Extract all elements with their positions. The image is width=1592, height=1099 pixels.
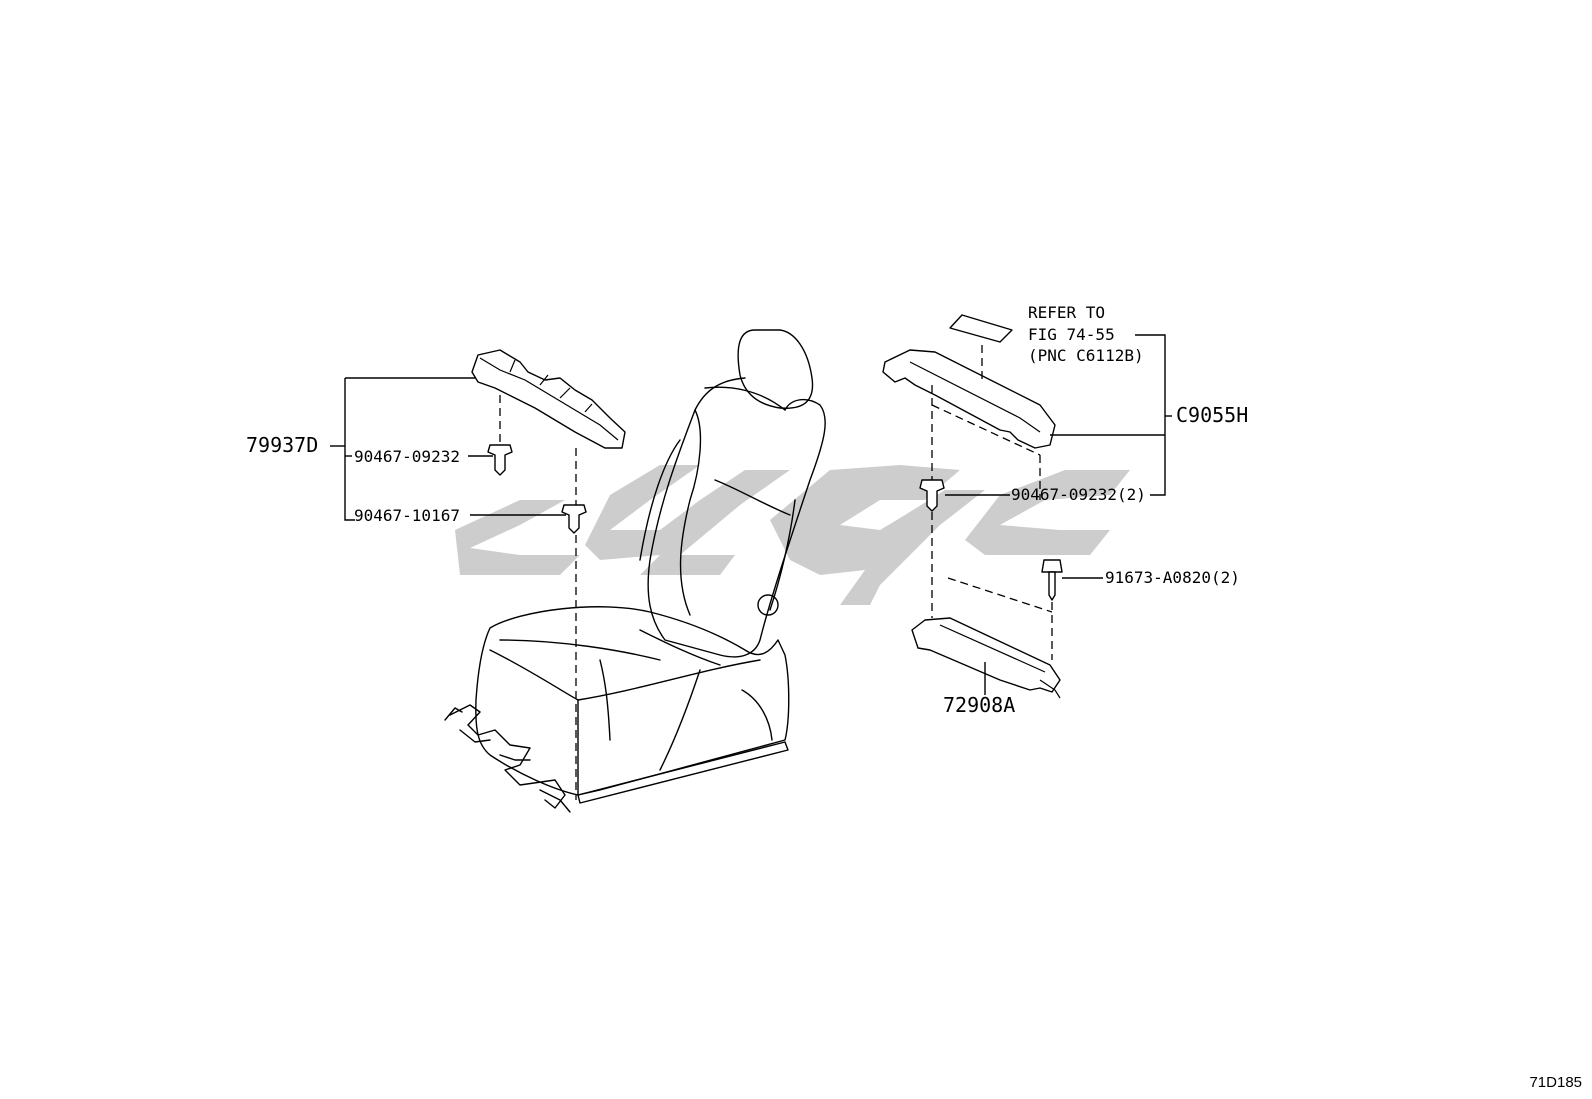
clip-90467-10167-left: [561, 504, 587, 534]
callout-72908A: 72908A: [943, 693, 1015, 717]
refer-to-line2: FIG 74-55: [1028, 325, 1115, 344]
headrest: [737, 329, 814, 409]
callout-90467-10167-left: 90467-10167: [354, 506, 460, 525]
recline-knob: [757, 594, 779, 616]
refer-to-line1: REFER TO: [1028, 303, 1105, 322]
seat-cushion: [475, 606, 790, 796]
screw-91673-A0820: [1041, 559, 1063, 601]
reference-strip: [949, 314, 1013, 343]
under-cover-part-72908A: [911, 617, 1061, 699]
cover-part-C9055H: [882, 349, 1056, 449]
figure-number: 71D185: [1529, 1074, 1582, 1091]
seat-back: [647, 377, 826, 658]
seat-assembly: [444, 329, 826, 813]
refer-to-line3: (PNC C6112B): [1028, 346, 1144, 365]
callout-90467-09232-right: 90467-09232(2): [1011, 485, 1146, 504]
callout-79937D: 79937D: [246, 433, 318, 457]
callout-91673-A0820: 91673-A0820(2): [1105, 568, 1240, 587]
clip-90467-09232-right: [919, 479, 945, 512]
seat-cover-part-79937D: [471, 349, 626, 449]
callout-C9055H: C9055H: [1176, 403, 1248, 427]
callout-90467-09232-left: 90467-09232: [354, 447, 460, 466]
clip-90467-09232-left: [487, 444, 513, 476]
seat-rail: [577, 741, 789, 804]
